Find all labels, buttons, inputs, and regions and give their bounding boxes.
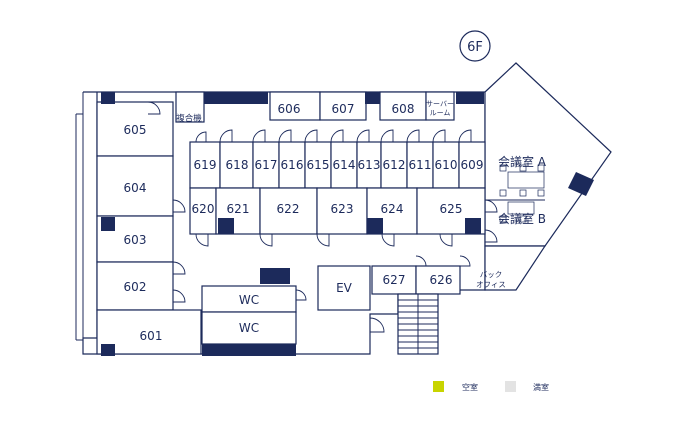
- upper-row-rooms: [189, 141, 486, 189]
- back-office-label-1: バック: [480, 270, 503, 279]
- legend-occupied-swatch: [505, 381, 516, 392]
- label-602: 602: [124, 280, 147, 294]
- label-621: 621: [227, 202, 250, 216]
- label-615: 615: [307, 158, 330, 172]
- label-627: 627: [383, 273, 406, 287]
- wc-label-2: WC: [239, 321, 259, 335]
- room-621[interactable]: [215, 187, 261, 235]
- room-609[interactable]: [458, 141, 486, 189]
- fukugoki-label: 複合機: [176, 113, 202, 124]
- facility-labels: WC WC EV 会議室 A 会議室 B バック オフィス: [239, 154, 547, 335]
- wc-1: [201, 285, 297, 313]
- label-618: 618: [226, 158, 249, 172]
- label-623: 623: [331, 202, 354, 216]
- ev-label: EV: [336, 281, 353, 295]
- label-607: 607: [332, 102, 355, 116]
- room-server: [425, 91, 455, 121]
- room-602[interactable]: [96, 261, 174, 311]
- legend-occupied-label: 満室: [533, 382, 549, 392]
- label-609: 609: [461, 158, 484, 172]
- floor-label: 6F: [467, 40, 483, 55]
- wc-label-1: WC: [239, 293, 259, 307]
- label-616: 616: [281, 158, 304, 172]
- label-613: 613: [358, 158, 381, 172]
- room-610[interactable]: [432, 141, 460, 189]
- legend: 空室 満室: [433, 381, 549, 392]
- room-618[interactable]: [219, 141, 254, 189]
- room-622[interactable]: [259, 187, 318, 235]
- label-605: 605: [124, 123, 147, 137]
- label-608: 608: [392, 102, 415, 116]
- core-rooms: [201, 265, 461, 355]
- elevator: [317, 265, 371, 311]
- left-rooms: [96, 101, 202, 355]
- room-612[interactable]: [380, 141, 408, 189]
- label-625: 625: [440, 202, 463, 216]
- server-room-label-2: ルーム: [430, 109, 451, 117]
- legend-vacant-swatch: [433, 381, 444, 392]
- floor-badge-circle: [459, 30, 491, 62]
- meeting-furniture: [499, 164, 545, 223]
- floor-badge: 6F: [459, 30, 491, 62]
- label-626: 626: [430, 273, 453, 287]
- back-office-label-2: オフィス: [476, 280, 506, 289]
- label-620: 620: [192, 202, 215, 216]
- lower-row-rooms: [189, 187, 486, 235]
- label-617: 617: [255, 158, 278, 172]
- label-611: 611: [409, 158, 432, 172]
- staircase: [397, 293, 439, 355]
- room-619[interactable]: [189, 141, 221, 189]
- label-606: 606: [278, 102, 301, 116]
- top-rooms: 複合機 サーバー ルーム: [175, 91, 455, 124]
- meeting-b-label: 会議室 B: [498, 211, 546, 226]
- label-622: 622: [277, 202, 300, 216]
- label-619: 619: [194, 158, 217, 172]
- label-610: 610: [435, 158, 458, 172]
- room-616[interactable]: [278, 141, 306, 189]
- room-607[interactable]: [319, 91, 367, 121]
- legend-vacant-label: 空室: [462, 382, 478, 392]
- meeting-a-label: 会議室 A: [498, 154, 547, 169]
- back-office-area: [484, 245, 547, 291]
- label-604: 604: [124, 181, 147, 195]
- server-room-label-1: サーバー: [426, 100, 454, 108]
- label-624: 624: [381, 202, 404, 216]
- label-614: 614: [333, 158, 356, 172]
- label-612: 612: [383, 158, 406, 172]
- room-labels: 605 604 603 602 601 606 607 608 619 618 …: [124, 102, 484, 343]
- door-swings: [147, 101, 498, 333]
- room-626[interactable]: [415, 265, 461, 295]
- pillars: [101, 92, 594, 356]
- label-603: 603: [124, 233, 147, 247]
- room-fukugoki: [175, 91, 205, 123]
- room-611[interactable]: [406, 141, 434, 189]
- label-601: 601: [140, 329, 163, 343]
